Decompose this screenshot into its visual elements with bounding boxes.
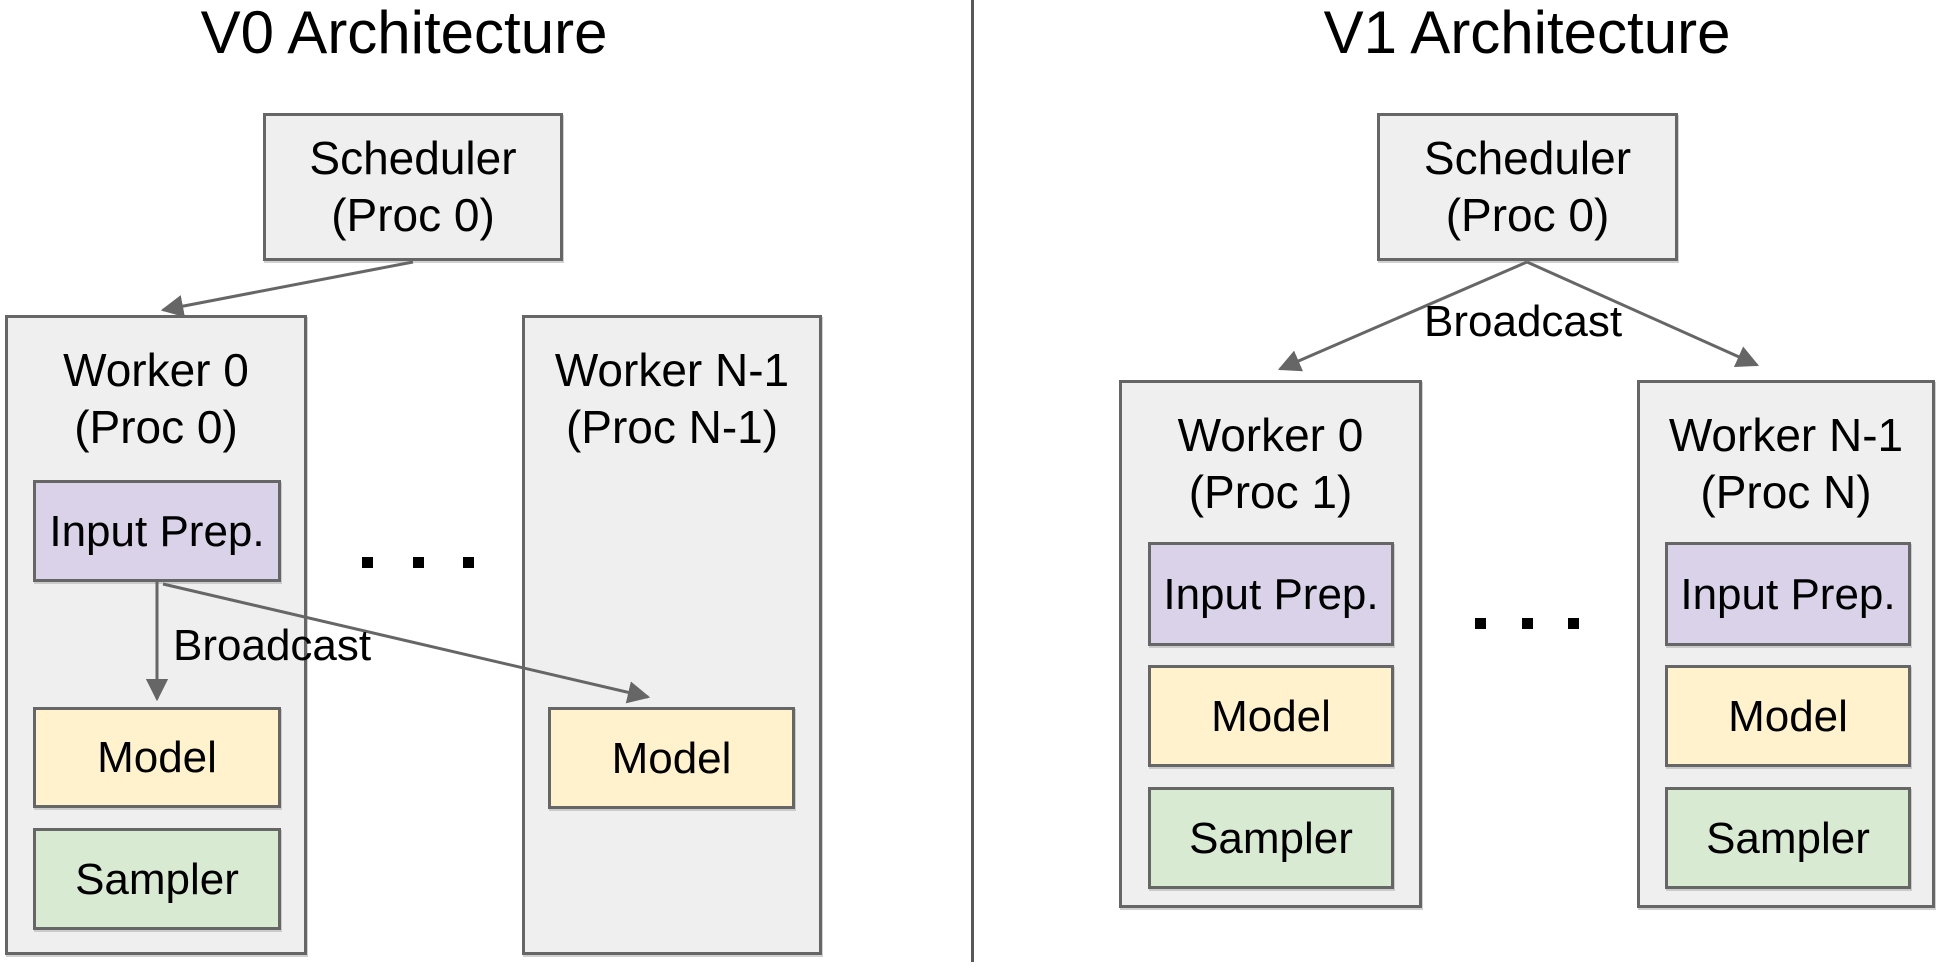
dot xyxy=(362,556,373,568)
dot xyxy=(1568,617,1579,629)
panel-divider-line xyxy=(971,0,974,962)
model-box-right-worker0: Model xyxy=(1148,665,1394,767)
sampler-box-right-worker0: Sampler xyxy=(1148,787,1394,889)
worker0-name: Worker 0 xyxy=(1177,409,1364,461)
ellipsis-dots-right xyxy=(1475,617,1579,629)
v0-architecture-title: V0 Architecture xyxy=(200,0,608,66)
scheduler-box-left: Scheduler (Proc 0) xyxy=(263,113,563,261)
model-box-left-worker0: Model xyxy=(33,707,281,808)
sampler-box-right-workerN: Sampler xyxy=(1665,787,1911,889)
dot xyxy=(1475,617,1486,629)
worker0-proc: (Proc 1) xyxy=(1188,466,1353,518)
v1-architecture-title: V1 Architecture xyxy=(1323,0,1731,66)
worker0-proc: (Proc 0) xyxy=(74,401,238,453)
ellipsis-dots-left xyxy=(362,556,474,568)
workerN-name: Worker N-1 xyxy=(1668,409,1904,461)
model-box-right-workerN: Model xyxy=(1665,665,1911,767)
input-prep-box-left: Input Prep. xyxy=(33,480,281,582)
scheduler-box-right: Scheduler (Proc 0) xyxy=(1377,113,1678,261)
worker0-name: Worker 0 xyxy=(63,344,249,396)
scheduler-proc: (Proc 0) xyxy=(1445,189,1610,241)
input-prep-box-right-worker0: Input Prep. xyxy=(1148,542,1394,646)
scheduler-name: Scheduler xyxy=(309,132,517,184)
worker0-box-right: Worker 0 (Proc 1) Input Prep. Model Samp… xyxy=(1119,380,1422,908)
dot xyxy=(463,556,474,568)
broadcast-label-right: Broadcast xyxy=(1424,297,1623,346)
sampler-box-left-worker0: Sampler xyxy=(33,828,281,930)
input-prep-box-right-workerN: Input Prep. xyxy=(1665,542,1911,646)
dot xyxy=(1521,617,1533,629)
scheduler-proc: (Proc 0) xyxy=(331,189,495,241)
workerN-box-left: Worker N-1 (Proc N-1) Model xyxy=(522,315,822,955)
broadcast-label-left: Broadcast xyxy=(173,621,372,670)
workerN-proc: (Proc N-1) xyxy=(565,401,779,453)
workerN-box-right: Worker N-1 (Proc N) Input Prep. Model Sa… xyxy=(1637,380,1935,908)
scheduler-name: Scheduler xyxy=(1423,132,1632,184)
arrow-scheduler-to-worker0-left xyxy=(160,260,414,318)
workerN-name: Worker N-1 xyxy=(554,344,790,396)
workerN-proc: (Proc N) xyxy=(1700,466,1872,518)
model-box-left-workerN: Model xyxy=(548,707,795,809)
dot xyxy=(412,556,424,568)
